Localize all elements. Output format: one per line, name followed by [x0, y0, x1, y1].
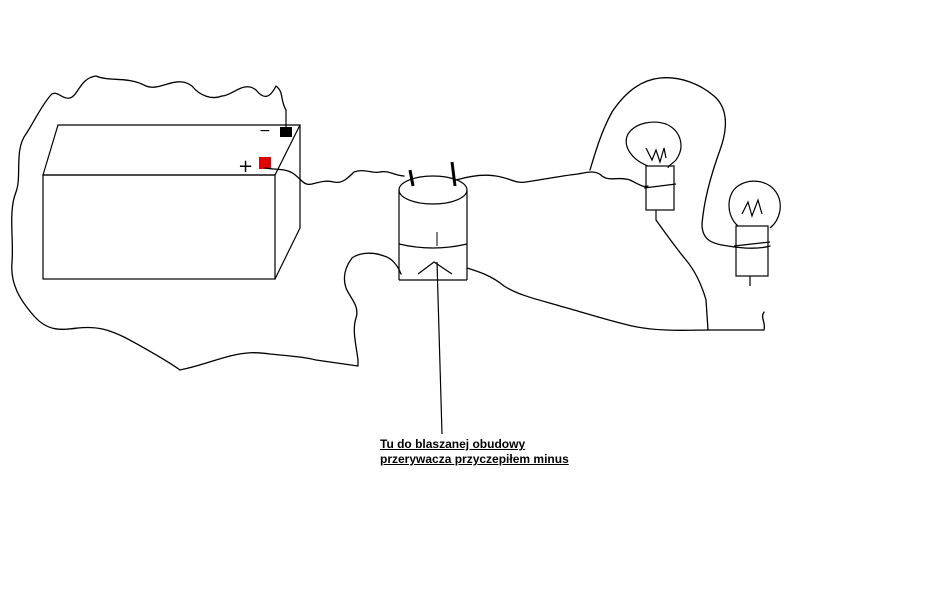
positive-wire [264, 167, 405, 186]
interrupter-cylinder-icon [398, 161, 468, 281]
bulb1-wire-loop [589, 77, 771, 249]
annotation-line-1: Tu do blaszanej obudowy [380, 437, 526, 451]
interrupter-to-bulbs-wire [455, 171, 649, 188]
bulb1-to-return-wire [655, 219, 709, 331]
light-bulb-icon [625, 121, 682, 220]
battery-icon [42, 124, 301, 280]
light-bulb-icon [728, 180, 781, 286]
positive-symbol: + [238, 156, 253, 177]
positive-terminal [259, 157, 271, 169]
return-wire [466, 267, 766, 331]
annotation-text: Tu do blaszanej obudowy przerywacza przy… [380, 437, 569, 467]
negative-terminal [280, 110, 292, 137]
annotation-pointer [436, 261, 443, 435]
negative-symbol: − [259, 123, 271, 139]
annotation-line-2: przerywacza przyczepiłem minus [380, 452, 569, 466]
negative-wire [11, 75, 402, 371]
